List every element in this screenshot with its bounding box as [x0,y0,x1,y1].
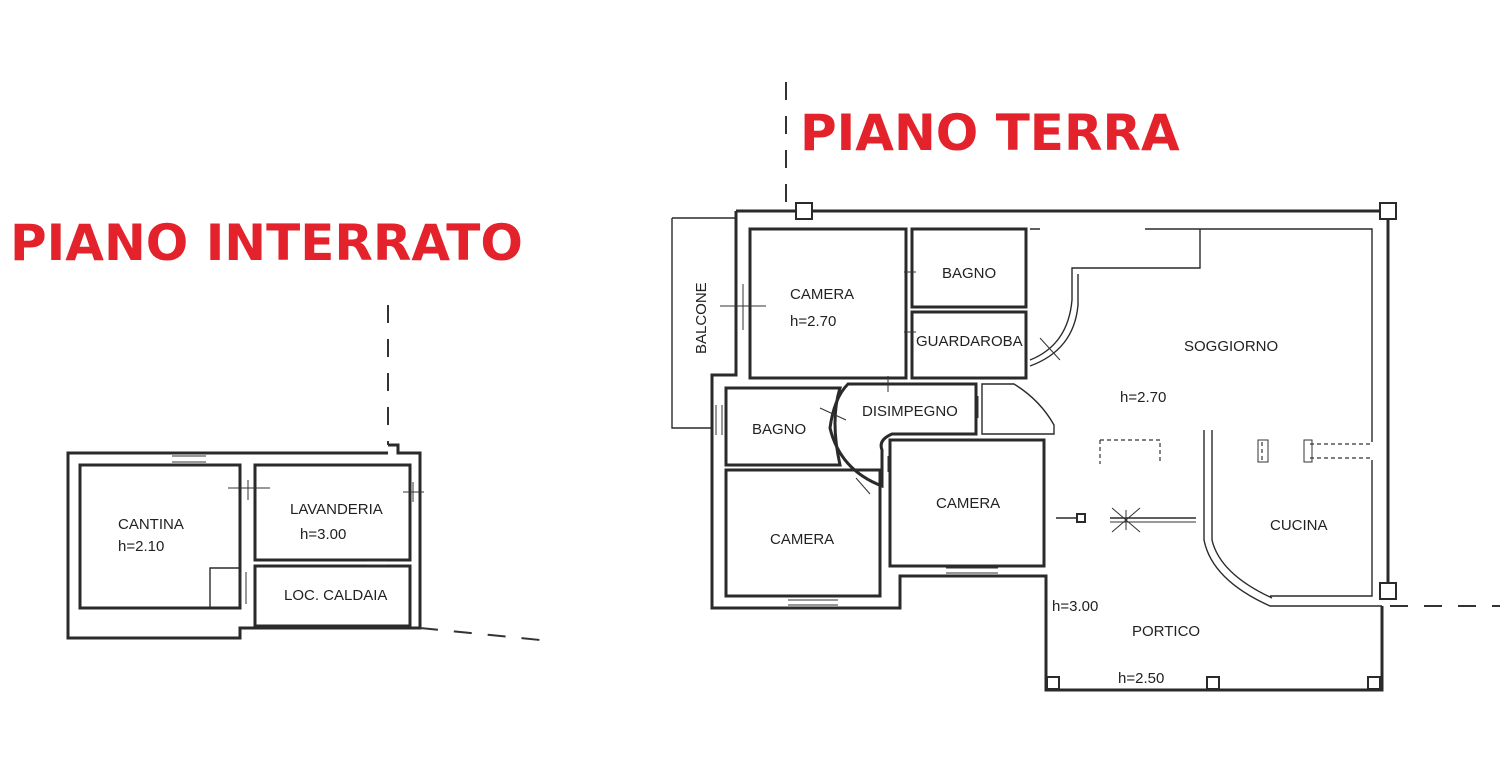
soggiorno-height: h=2.70 [1120,389,1166,406]
lavanderia-height: h=3.00 [300,526,346,543]
pillar [1379,202,1397,220]
camera-top-height: h=2.70 [790,313,836,330]
cucina-label: CUCINA [1270,517,1328,534]
portico-height-bottom: h=2.50 [1118,670,1164,687]
pillar [1206,676,1220,690]
lavanderia-label: LAVANDERIA [290,501,383,518]
pillar [1367,676,1381,690]
basement-plan: CANTINA h=2.10 LAVANDERIA h=3.00 LOC. CA… [66,305,541,641]
camera-mid-label: CAMERA [936,495,1000,512]
portico-label: PORTICO [1132,623,1200,640]
guardaroba-label: GUARDAROBA [916,333,1023,350]
pillar [1379,582,1397,600]
pillar [795,202,813,220]
cantina-height: h=2.10 [118,538,164,555]
disimpegno-label: DISIMPEGNO [862,403,958,420]
camera-bottom-label: CAMERA [770,531,834,548]
balcone-label: BALCONE [693,282,710,354]
camera-top-label: CAMERA [790,286,854,303]
pillar [1046,676,1060,690]
portico-height-left: h=3.00 [1052,598,1098,615]
pillar [1076,513,1086,523]
cantina-label: CANTINA [118,516,184,533]
bagno-top-label: BAGNO [942,265,996,282]
ground-floor-plan: BALCONE CAMERA h=2.70 BAGNO GUARDAROBA S… [671,82,1500,692]
caldaia-label: LOC. CALDAIA [284,587,387,604]
ground-floor-title: PIANO TERRA [800,104,1180,162]
basement-title: PIANO INTERRATO [10,214,523,272]
soggiorno-label: SOGGIORNO [1184,338,1278,355]
bagno-left-label: BAGNO [752,421,806,438]
